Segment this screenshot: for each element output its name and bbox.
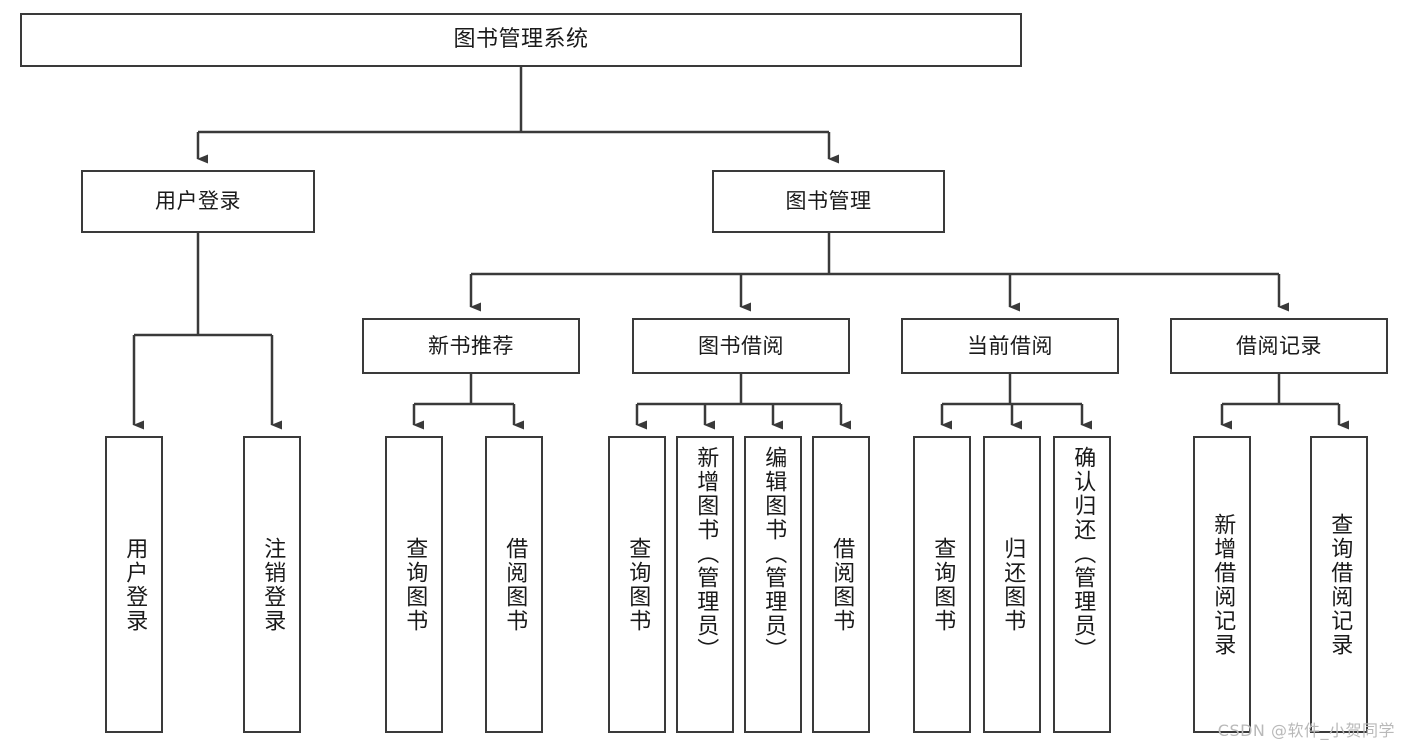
node-leaf-borrow-book-label: 借阅图书 bbox=[829, 536, 855, 633]
node-new-book-recommend[interactable]: 新书推荐 bbox=[362, 318, 580, 374]
node-borrow-records-label: 借阅记录 bbox=[1236, 333, 1322, 358]
node-book-management[interactable]: 图书管理 bbox=[712, 170, 945, 233]
node-leaf-borrow-book-recommend-label: 借阅图书 bbox=[502, 536, 528, 633]
node-leaf-confirm-return-admin-label: 确认归还（管理员） bbox=[1070, 446, 1096, 662]
node-leaf-query-book-borrow[interactable]: 查询图书 bbox=[608, 436, 666, 733]
watermark-text: CSDN @软件_小贺同学 bbox=[1217, 721, 1395, 740]
node-leaf-confirm-return-admin[interactable]: 确认归还（管理员） bbox=[1053, 436, 1111, 733]
node-leaf-add-book-admin[interactable]: 新增图书（管理员） bbox=[676, 436, 734, 733]
node-leaf-borrow-book-recommend[interactable]: 借阅图书 bbox=[485, 436, 543, 733]
node-leaf-add-book-admin-label: 新增图书（管理员） bbox=[693, 446, 719, 662]
node-leaf-edit-book-admin[interactable]: 编辑图书（管理员） bbox=[744, 436, 802, 733]
node-current-borrow-label: 当前借阅 bbox=[967, 333, 1053, 358]
node-leaf-return-book-label: 归还图书 bbox=[1000, 536, 1026, 633]
node-book-management-label: 图书管理 bbox=[785, 189, 872, 214]
node-current-borrow[interactable]: 当前借阅 bbox=[901, 318, 1119, 374]
node-leaf-query-book-current-label: 查询图书 bbox=[930, 536, 956, 633]
node-root[interactable]: 图书管理系统 bbox=[20, 13, 1022, 67]
node-user-login-label: 用户登录 bbox=[155, 189, 241, 214]
node-leaf-return-book[interactable]: 归还图书 bbox=[983, 436, 1041, 733]
node-new-book-recommend-label: 新书推荐 bbox=[428, 333, 514, 358]
node-leaf-borrow-book[interactable]: 借阅图书 bbox=[812, 436, 870, 733]
node-leaf-add-borrow-record[interactable]: 新增借阅记录 bbox=[1193, 436, 1251, 733]
node-leaf-query-book-borrow-label: 查询图书 bbox=[625, 536, 651, 633]
node-leaf-logout[interactable]: 注销登录 bbox=[243, 436, 301, 733]
node-leaf-query-book-recommend[interactable]: 查询图书 bbox=[385, 436, 443, 733]
node-leaf-add-borrow-record-label: 新增借阅记录 bbox=[1210, 512, 1236, 657]
node-leaf-user-login-label: 用户登录 bbox=[122, 536, 148, 633]
node-borrow-records[interactable]: 借阅记录 bbox=[1170, 318, 1388, 374]
node-book-borrow[interactable]: 图书借阅 bbox=[632, 318, 850, 374]
node-book-borrow-label: 图书借阅 bbox=[698, 333, 784, 358]
node-leaf-logout-label: 注销登录 bbox=[260, 536, 286, 633]
node-user-login[interactable]: 用户登录 bbox=[81, 170, 315, 233]
node-leaf-user-login[interactable]: 用户登录 bbox=[105, 436, 163, 733]
node-leaf-query-book-recommend-label: 查询图书 bbox=[402, 536, 428, 633]
node-leaf-query-borrow-record[interactable]: 查询借阅记录 bbox=[1310, 436, 1368, 733]
node-leaf-query-borrow-record-label: 查询借阅记录 bbox=[1327, 512, 1353, 657]
node-leaf-query-book-current[interactable]: 查询图书 bbox=[913, 436, 971, 733]
node-leaf-edit-book-admin-label: 编辑图书（管理员） bbox=[761, 446, 787, 662]
node-root-label: 图书管理系统 bbox=[453, 27, 589, 53]
